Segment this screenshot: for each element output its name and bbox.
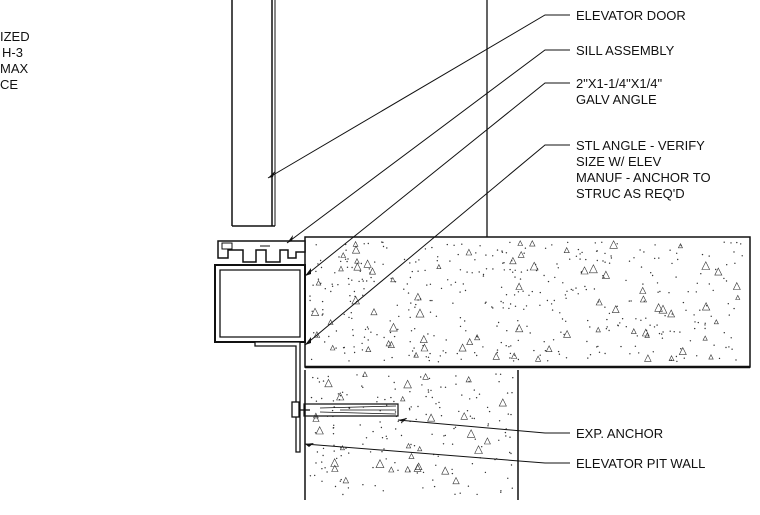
wall-stipple [309, 371, 514, 496]
expansion-anchor [291, 401, 399, 418]
callout-sill-assembly: SILL ASSEMBLY [576, 43, 675, 58]
callout-stl-angle-line-4: STRUC AS REQ'D [576, 186, 685, 201]
sill-extrusion [217, 240, 306, 263]
pit-wall [304, 370, 519, 500]
leader-elevator-pit-wall [304, 443, 570, 464]
callout-elevator-door: ELEVATOR DOOR [576, 8, 686, 23]
side-note-line-2: H-3 [2, 45, 23, 60]
callout-galv-angle-line-2: GALV ANGLE [576, 92, 657, 107]
elevator-door-panel [231, 0, 276, 227]
leader-elevator-door [267, 14, 570, 179]
leader-stl-angle [304, 144, 570, 346]
callout-galv-angle-line-1: 2"X1-1/4"X1/4" [576, 76, 663, 91]
leader-exp-anchor [397, 419, 570, 434]
steel-support-angle [214, 264, 306, 453]
callout-stl-angle-line-2: SIZE W/ ELEV [576, 154, 662, 169]
slab-stipple [309, 240, 743, 363]
leader-lines [267, 14, 570, 464]
callout-labels: ELEVATOR DOOR SILL ASSEMBLY 2"X1-1/4"X1/… [576, 8, 711, 471]
callout-stl-angle-line-3: MANUF - ANCHOR TO [576, 170, 711, 185]
leader-sill-assembly [286, 49, 570, 244]
callout-elevator-pit-wall: ELEVATOR PIT WALL [576, 456, 705, 471]
floor-slab [304, 236, 751, 369]
callout-stl-angle-line-1: STL ANGLE - VERIFY [576, 138, 705, 153]
side-note: IZED H-3 MAX CE [0, 29, 30, 92]
side-note-line-4: CE [0, 77, 18, 92]
side-note-line-3: MAX [0, 61, 29, 76]
side-note-line-1: IZED [0, 29, 30, 44]
callout-exp-anchor: EXP. ANCHOR [576, 426, 663, 441]
leader-galv-angle [304, 82, 570, 277]
